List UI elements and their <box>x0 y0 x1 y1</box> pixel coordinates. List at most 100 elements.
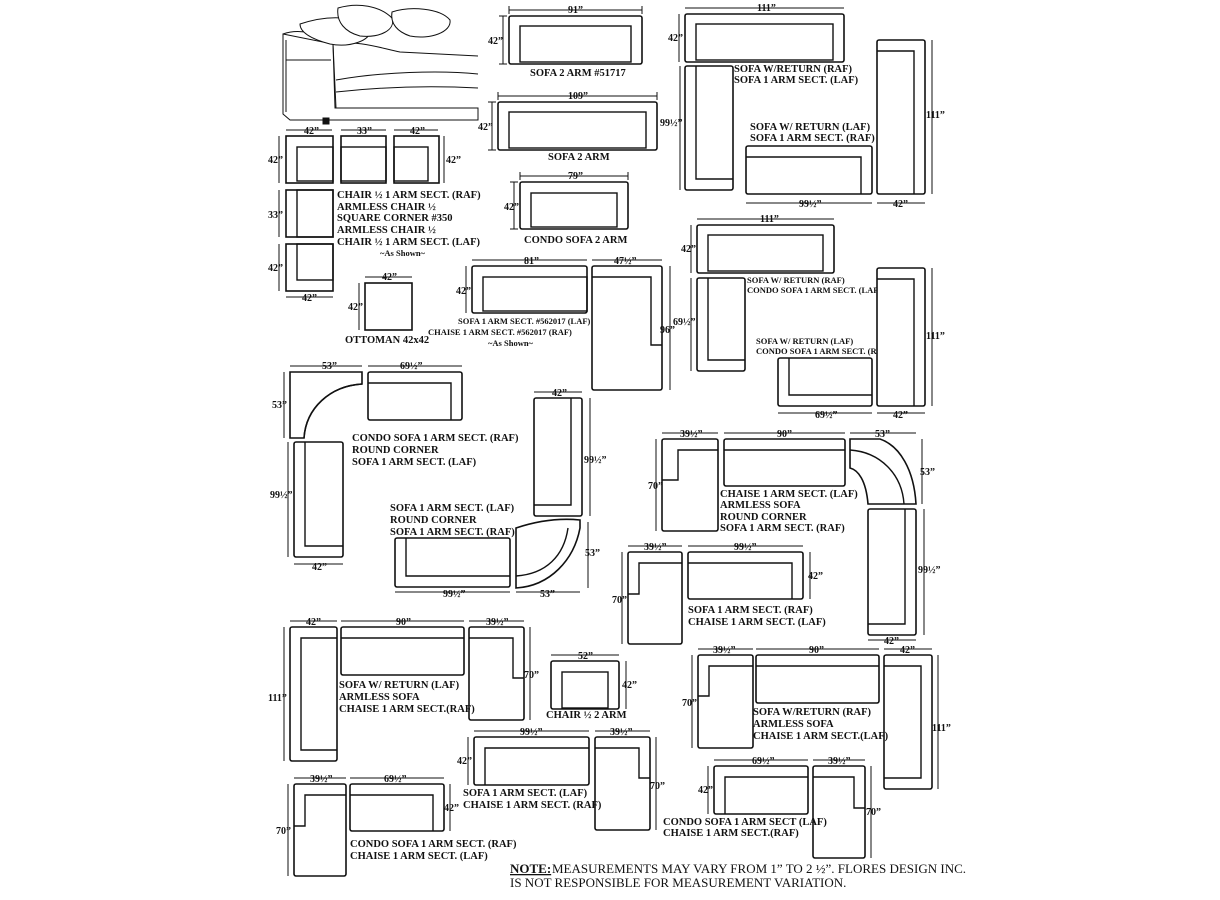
ottoman-diagram: 42” 42” OTTOMAN 42x42 <box>345 272 429 346</box>
dim-width: 42” <box>893 199 908 210</box>
dim-width: 90” <box>809 645 824 656</box>
config-label: SOFA 2 ARM #51717 <box>530 68 626 79</box>
dim-width: 42” <box>302 293 317 304</box>
config-label-line: CHAIR ½ 1 ARM SECT. (RAF) <box>337 190 481 201</box>
return-armless-chaise-laf-diagram: 39½” 90” 42” 70” 111” SOFA W/RETURN (RAF… <box>682 645 951 790</box>
dim-depth: 111” <box>932 723 951 734</box>
dim-width: 53” <box>540 589 555 600</box>
config-label-line: SOFA 1 ARM SECT. (RAF) <box>720 523 845 534</box>
dim-width: 47½” <box>614 256 637 267</box>
condo-sofa-2-arm-diagram: 79” 42” CONDO SOFA 2 ARM <box>504 171 629 246</box>
dim-width: 52” <box>578 651 593 662</box>
dim-width: 42” <box>304 126 319 137</box>
dim-width: 42” <box>900 645 915 656</box>
config-label-line: CHAISE 1 ARM SECT.(LAF) <box>753 731 889 742</box>
chair-half-2-arm-diagram: 52” 42” CHAIR ½ 2 ARM <box>546 651 637 721</box>
dim-depth: 96” <box>660 325 675 336</box>
dim-width: 99½” <box>520 727 543 738</box>
config-label-line: SQUARE CORNER #350 <box>337 213 453 224</box>
chaise-armless-round-diagram: 39½” 90” 53” 70” 53” 99½” 42” CHAISE 1 A… <box>648 429 941 647</box>
config-label-line: CHAISE 1 ARM SECT. (LAF) <box>350 851 488 862</box>
config-label-line: ARMLESS SOFA <box>753 719 834 730</box>
dim-width: 111” <box>760 214 779 225</box>
dim-depth: 111” <box>926 331 945 342</box>
dim-width: 42” <box>884 636 899 647</box>
dim-depth: 111” <box>268 693 287 704</box>
config-label-line: ~As Shown~ <box>488 338 534 348</box>
config-label-line: SOFA 1 ARM SECT. (RAF) <box>750 133 875 144</box>
dim-width: 91” <box>568 5 583 16</box>
dim-depth: 33” <box>268 210 283 221</box>
dim-width: 99½” <box>443 589 466 600</box>
dim-width: 69½” <box>400 361 423 372</box>
dim-width: 39½” <box>713 645 736 656</box>
dim-width: 42” <box>306 617 321 628</box>
dim-depth: 69½” <box>673 317 696 328</box>
dim-depth: 70” <box>276 826 291 837</box>
condo-round-corner-diagram: 53” 69½” 53” 99½” 42” CONDO SOFA 1 ARM S… <box>270 361 519 573</box>
dim-width: 39½” <box>644 542 667 553</box>
config-label-line: CHAISE 1 ARM SECT. (RAF) <box>463 800 602 811</box>
condo-chaise-laf-diagram: 39½” 69½” 70” 42” CONDO SOFA 1 ARM SECT.… <box>276 774 517 877</box>
config-label-line: CHAISE 1 ARM SECT. #562017 (RAF) <box>428 327 572 337</box>
note-line-1: MEASUREMENTS MAY VARY FROM 1” TO 2 ½”. F… <box>552 861 966 876</box>
config-label-line: SOFA W/ RETURN (LAF) <box>339 680 460 691</box>
config-label-line: CONDO SOFA 1 ARM SECT. (RAF) <box>352 433 519 444</box>
dim-depth: 111” <box>926 110 945 121</box>
config-label-line: SOFA 1 ARM SECT. (LAF) <box>390 503 515 514</box>
config-label-line: SOFA 1 ARM SECT. (RAF) <box>390 527 515 538</box>
config-label-line: ARMLESS CHAIR ½ <box>337 225 436 236</box>
note-lead: NOTE: <box>510 861 551 876</box>
dim-depth: 42” <box>268 155 283 166</box>
sofa-chaise-raf-diagram: 99½” 39½” 42” 70” SOFA 1 ARM SECT. (LAF)… <box>457 727 665 831</box>
dim-width: 99½” <box>734 542 757 553</box>
dim-width: 39½” <box>680 429 703 440</box>
dim-width: 42” <box>312 562 327 573</box>
dim-width: 90” <box>396 617 411 628</box>
dim-width: 39½” <box>828 756 851 767</box>
config-label-line: CONDO SOFA 1 ARM SECT. (RAF) <box>756 346 891 356</box>
dim-depth: 99½” <box>660 118 683 129</box>
config-label-line: CHAISE 1 ARM SECT. (LAF) <box>688 617 826 628</box>
dim-width: 69½” <box>384 774 407 785</box>
sofa-return-group-1-diagram: 111” 42” SOFA W/RETURN (RAF) SOFA 1 ARM … <box>660 3 945 210</box>
config-label: SOFA 2 ARM <box>548 152 610 163</box>
dim-depth: 70” <box>612 595 627 606</box>
dim-width: 33” <box>357 126 372 137</box>
config-label-line: CONDO SOFA 1 ARM SECT. (RAF) <box>350 839 517 850</box>
config-label-line: ARMLESS SOFA <box>339 692 420 703</box>
config-label-line: SOFA W/ RETURN (LAF) <box>756 336 853 346</box>
config-label-line: ARMLESS CHAIR ½ <box>337 202 436 213</box>
dim-depth: 99½” <box>584 455 607 466</box>
config-label: CHAIR ½ 2 ARM <box>546 710 627 721</box>
dim-width: 69½” <box>752 756 775 767</box>
sofa-chaise-562017-diagram: 81” 47½” 42” 96” SOFA 1 ARM SECT. #56201… <box>428 256 675 391</box>
config-label-line: CONDO SOFA 1 ARM SECT. (LAF) <box>747 285 881 295</box>
dim-depth: 42” <box>348 302 363 313</box>
dim-width: 79” <box>568 171 583 182</box>
config-label-line: ROUND CORNER <box>390 515 477 526</box>
dim-width: 81” <box>524 256 539 267</box>
dim-width: 99½” <box>799 199 822 210</box>
dim-width: 109” <box>568 91 588 102</box>
config-label-line: ROUND CORNER <box>720 512 807 523</box>
dim-depth: 70” <box>524 670 539 681</box>
sofa-2-arm-diagram: 109” 42” SOFA 2 ARM <box>478 91 658 163</box>
config-label-line: CHAIR ½ 1 ARM SECT. (LAF) <box>337 237 481 248</box>
config-label-line: CHAISE 1 ARM SECT. (LAF) <box>720 489 858 500</box>
dim-width: 90” <box>777 429 792 440</box>
dim-width: 42” <box>552 388 567 399</box>
config-label-line: SOFA 1 ARM SECT. (LAF) <box>463 788 588 799</box>
dim-depth: 42” <box>446 155 461 166</box>
dim-width: 53” <box>875 429 890 440</box>
config-label: CONDO SOFA 2 ARM <box>524 235 627 246</box>
config-label-line: SOFA W/RETURN (RAF) <box>753 707 872 718</box>
dim-depth: 42” <box>622 680 637 691</box>
dim-depth: 42” <box>478 122 493 133</box>
config-label-line: SOFA W/ RETURN (LAF) <box>750 122 871 133</box>
dim-width: 39½” <box>310 774 333 785</box>
dim-width: 42” <box>382 272 397 283</box>
dim-depth: 42” <box>457 756 472 767</box>
dim-width: 42” <box>410 126 425 137</box>
sofa-chaise-laf-diagram: 39½” 99½” 70” 42” SOFA 1 ARM SECT. (RAF)… <box>612 542 826 645</box>
